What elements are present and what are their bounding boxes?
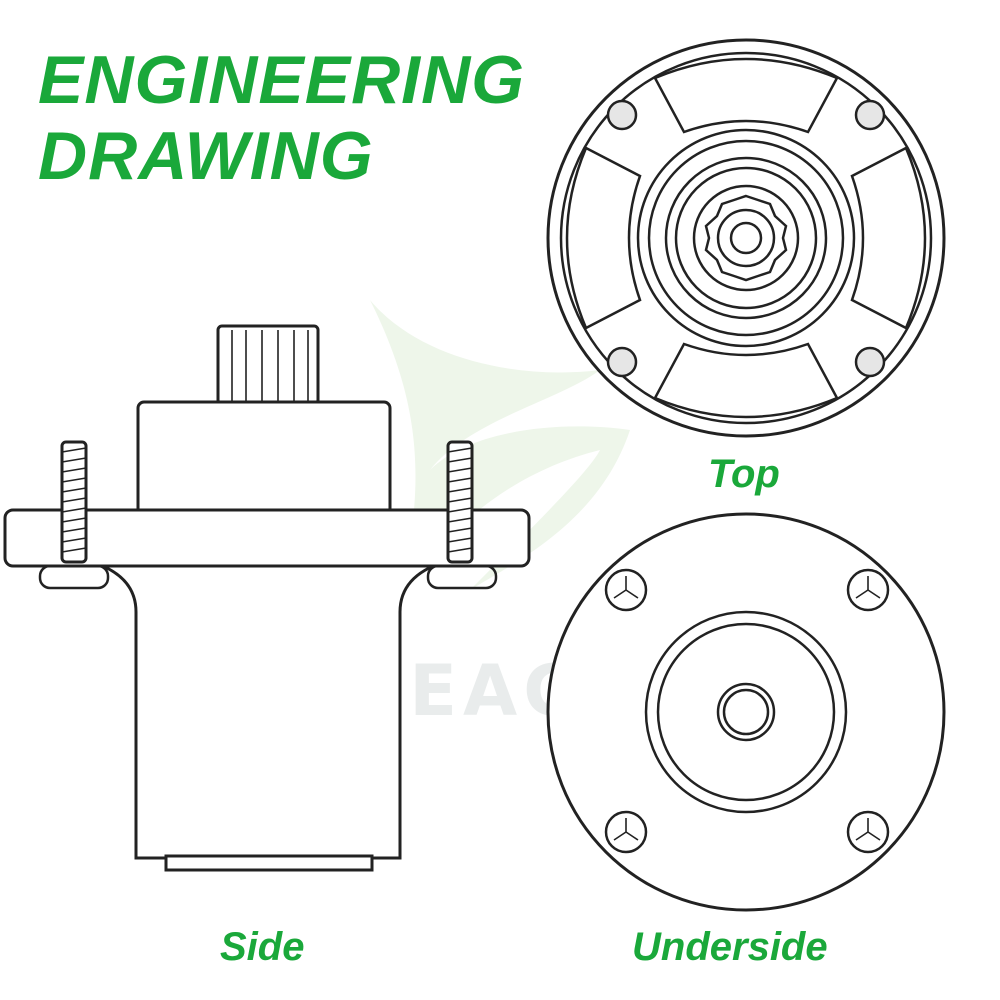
underside-bolt-head (846, 568, 890, 612)
side-flange (3, 508, 531, 568)
side-stud-right (446, 440, 474, 564)
underside-view-label: Underside (632, 925, 828, 969)
side-washer-right (426, 564, 498, 590)
top-bolt-hole (606, 346, 638, 378)
top-pad-south (653, 342, 839, 419)
side-bottom-plate (164, 854, 374, 872)
underside-bolt-head (604, 568, 648, 612)
side-upper-housing (136, 400, 392, 516)
title-line-1: ENGINEERING (38, 42, 526, 118)
side-washer-left (38, 564, 110, 590)
top-view-label: Top (708, 452, 780, 496)
page-title: ENGINEERING DRAWING (38, 42, 525, 194)
title-line-2: DRAWING (38, 118, 374, 194)
side-lower-body (91, 560, 445, 860)
top-bolt-hole (606, 99, 638, 131)
top-pad-north (653, 57, 839, 134)
side-spline-shaft (216, 324, 320, 406)
underside-bolt-head (604, 810, 648, 854)
top-pad-east (850, 146, 927, 330)
top-spline-shaft (704, 194, 788, 282)
top-pad-west (565, 146, 642, 330)
underside-bolt-head (846, 810, 890, 854)
side-view-label: Side (220, 925, 305, 969)
top-bolt-hole (854, 346, 886, 378)
side-stud-left (60, 440, 88, 564)
top-bolt-hole (854, 99, 886, 131)
